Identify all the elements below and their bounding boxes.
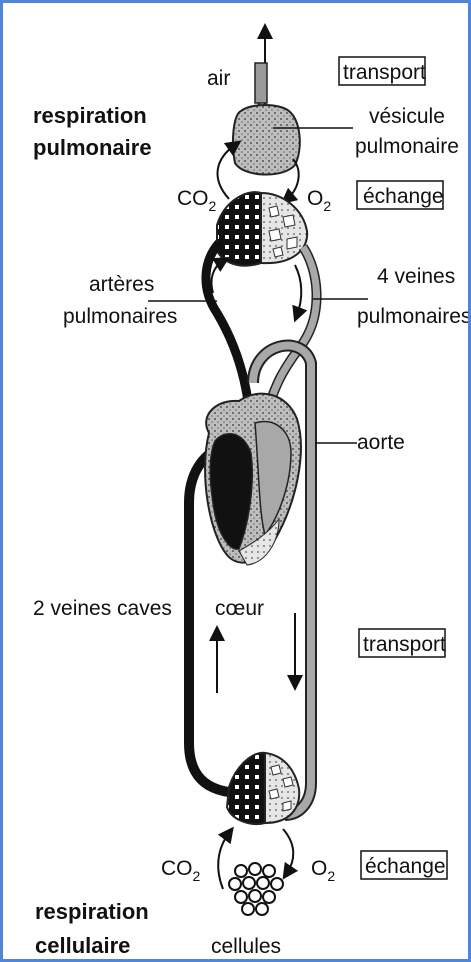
label-transport-top: transport — [343, 61, 426, 84]
label-aorte: aorte — [357, 431, 405, 454]
label-o2-bottom: O2 — [311, 857, 335, 884]
label-vesicule: vésicule — [369, 105, 445, 128]
label-echange-bottom: échange — [365, 855, 446, 878]
co2-arrow-bottom — [218, 833, 229, 889]
label-respiration-pulmonaire-2: pulmonaire — [33, 135, 152, 160]
label-o2-top: O2 — [307, 187, 331, 214]
label-veines-pulmonaires: pulmonaires — [357, 305, 471, 328]
label-arteres-pulmonaires: pulmonaires — [63, 305, 177, 328]
label-respiration-cellulaire-1: respiration — [35, 899, 149, 924]
cells-cluster — [229, 863, 283, 915]
label-transport-mid: transport — [363, 633, 446, 656]
vein-direction-arrow — [295, 265, 301, 315]
label-4-veines: 4 veines — [377, 265, 455, 288]
label-2-veines-caves: 2 veines caves — [33, 597, 172, 620]
pulmonary-vesicle — [233, 105, 300, 175]
label-cellules: cellules — [211, 935, 281, 958]
label-co2-bottom: CO2 — [161, 857, 201, 884]
trachea-tube — [255, 63, 267, 103]
o2-arrow-bottom — [283, 829, 293, 873]
body-capillary-dark — [227, 753, 265, 824]
label-air: air — [207, 67, 230, 90]
circulation-diagram: air respiration pulmonaire transport vés… — [3, 3, 471, 962]
lung-capillary-light — [261, 193, 307, 263]
label-respiration-pulmonaire-1: respiration — [33, 103, 147, 128]
label-respiration-cellulaire-2: cellulaire — [35, 933, 130, 958]
label-arteres: artères — [89, 273, 154, 296]
label-co2-top: CO2 — [177, 187, 217, 214]
co2-arrow-top — [218, 145, 235, 199]
lung-capillary-dark — [217, 192, 261, 266]
artery-direction-arrow — [211, 261, 223, 293]
label-coeur: cœur — [215, 597, 264, 620]
label-vesicule-pulmonaire: pulmonaire — [355, 135, 459, 158]
label-echange-top: échange — [363, 185, 444, 208]
